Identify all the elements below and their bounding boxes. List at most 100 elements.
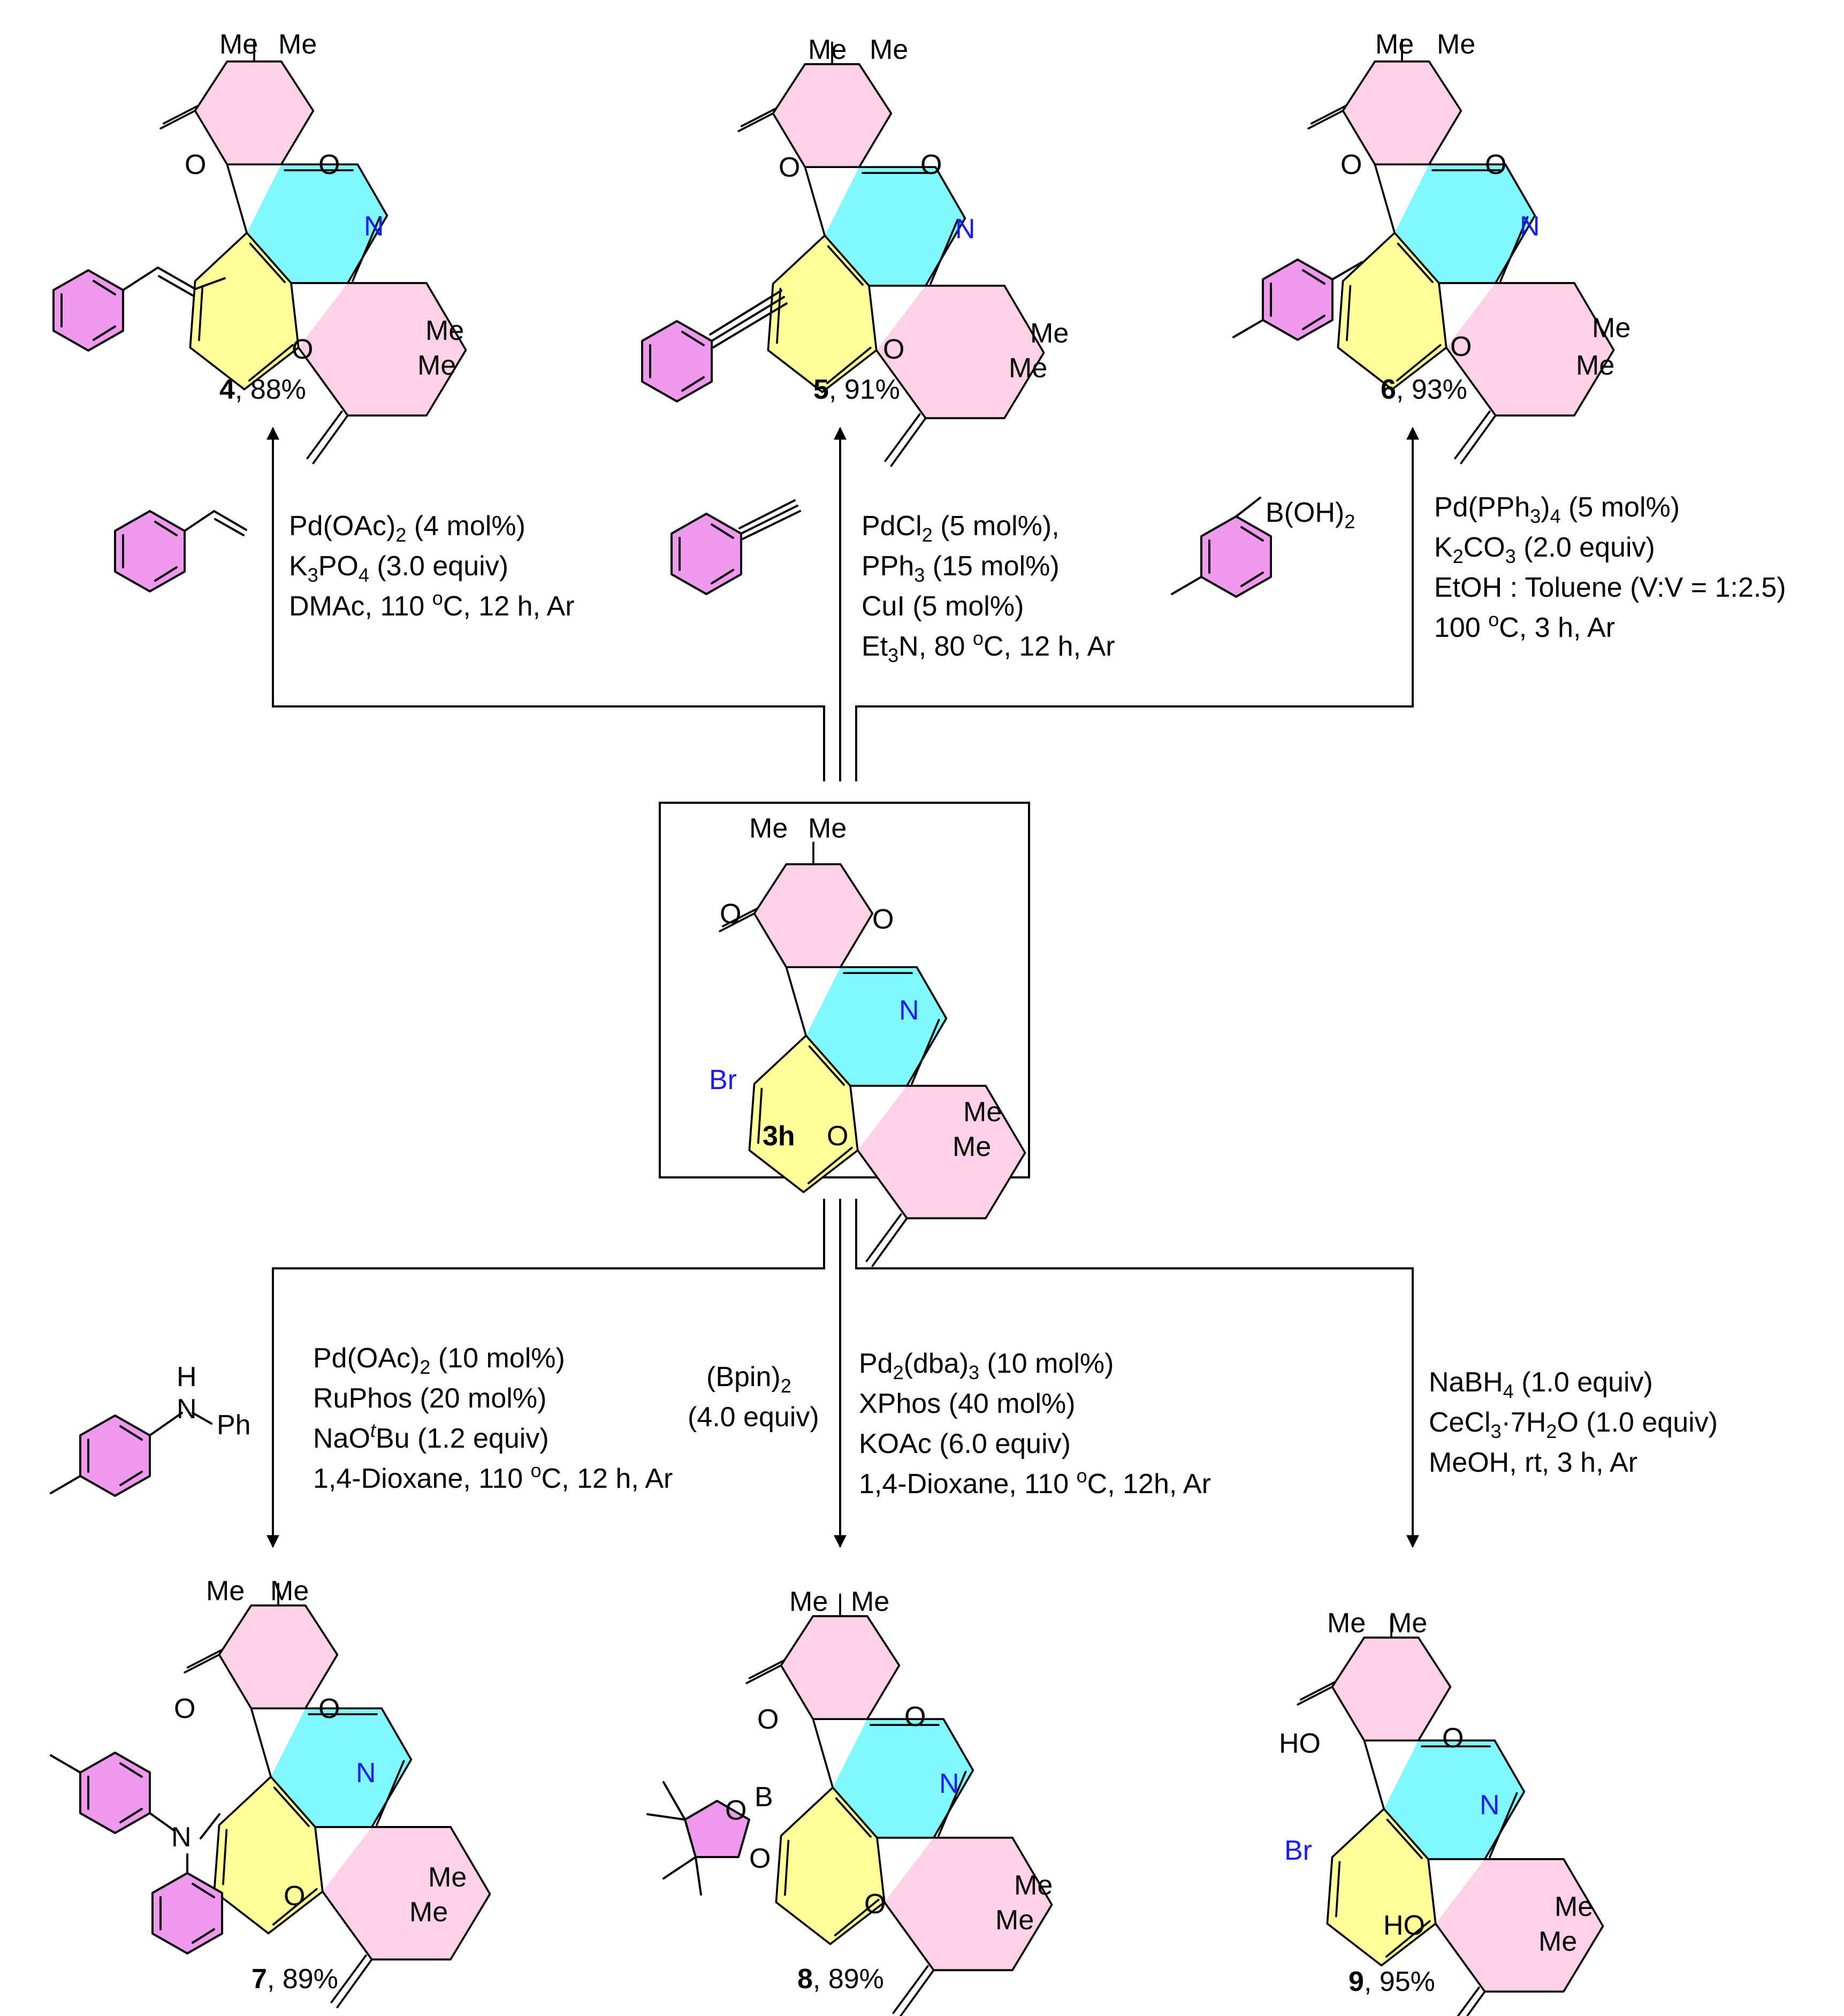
- p9-me-a: Me: [1327, 1608, 1366, 1639]
- p8-o-bottom: O: [864, 1889, 886, 1920]
- svg-text:9, 95%: 9, 95%: [1348, 1966, 1435, 1997]
- p4-me-b: Me: [278, 29, 317, 60]
- p7-n-amine: N: [171, 1822, 192, 1853]
- p6-o-ketone: O: [1340, 149, 1362, 180]
- p4-id: 4: [219, 374, 235, 405]
- p6-me-a: Me: [1375, 29, 1414, 60]
- amine-h: H: [177, 1361, 197, 1393]
- svg-text:8, 89%: 8, 89%: [797, 1964, 884, 1995]
- p9-o-ring: O: [1442, 1723, 1464, 1754]
- center-n-ring: N: [899, 995, 919, 1026]
- center-o-ketone: O: [720, 899, 741, 930]
- cond4-line2: K3PO4 (3.0 equiv): [289, 551, 508, 586]
- tolylboronic-reagent: [1171, 497, 1272, 598]
- cond6-line4: 100 oC, 3 h, Ar: [1434, 608, 1615, 643]
- product-8: Me Me O O N O Me Me O B O 8, 89%: [646, 1586, 1053, 2016]
- p4-o-bottom: O: [292, 334, 313, 365]
- p7-me-d: Me: [409, 1897, 448, 1928]
- p8-b: B: [755, 1782, 773, 1813]
- p5-id: 5: [813, 374, 829, 405]
- center-me-right2: Me: [963, 1097, 1002, 1128]
- p7-yield: , 89%: [267, 1964, 338, 1995]
- p8-o-lower: O: [749, 1843, 771, 1874]
- cond4-line1: Pd(OAc)2 (4 mol%): [289, 511, 525, 546]
- p5-me-a: Me: [808, 34, 847, 65]
- svg-text:6, 93%: 6, 93%: [1381, 374, 1467, 405]
- p7-n: N: [356, 1758, 376, 1789]
- p9-me-d: Me: [1538, 1926, 1577, 1957]
- cond8-line2: XPhos (40 mol%): [859, 1388, 1076, 1419]
- cond6-line2: K2CO3 (2.0 equiv): [1434, 532, 1655, 567]
- center-me-right3: Me: [953, 1131, 991, 1162]
- amine-n: N: [177, 1394, 197, 1425]
- center-compound-id: 3h: [763, 1121, 795, 1152]
- p4-me-a: Me: [219, 29, 258, 60]
- cond5-line4: Et3N, 80 oC, 12 h, Ar: [862, 627, 1115, 666]
- amine-reagent: [50, 1412, 212, 1497]
- p8-id: 8: [797, 1964, 813, 1995]
- boronic-acid-label: B(OH)2: [1266, 497, 1355, 532]
- cond7-line2: RuPhos (20 mol%): [313, 1383, 546, 1414]
- p8-o-ketone: O: [757, 1704, 779, 1735]
- cond6-line1: Pd(PPh3)4 (5 mol%): [1434, 492, 1680, 527]
- center-compound-3h: Me Me O O N Br O Me Me 3h: [659, 802, 1030, 1267]
- p8-me-a: Me: [789, 1586, 828, 1617]
- p8-o-ring: O: [904, 1701, 926, 1732]
- p9-ho-bottom: HO: [1383, 1910, 1425, 1941]
- conditions-4: Pd(OAc)2 (4 mol%) K3PO4 (3.0 equiv) DMAc…: [289, 511, 575, 622]
- cond7-line3: NaOtBu (1.2 equiv): [313, 1419, 549, 1454]
- cond4-line3: DMAc, 110 oC, 12 h, Ar: [289, 587, 575, 622]
- product-9: Me Me HO O N Br HO Me Me 9, 95%: [1279, 1608, 1604, 2016]
- p7-id: 7: [252, 1964, 267, 1995]
- p6-yield: , 93%: [1396, 374, 1467, 405]
- p4-yield: , 88%: [235, 374, 306, 405]
- conditions-6: Pd(PPh3)4 (5 mol%) K2CO3 (2.0 equiv) EtO…: [1434, 492, 1786, 643]
- p4-o-ketone: O: [185, 149, 206, 180]
- product-4: Me Me O O N O Me Me 4, 88%: [52, 29, 467, 465]
- p6-me-b: Me: [1437, 29, 1475, 60]
- p8-me-d: Me: [995, 1905, 1034, 1936]
- p9-yield: , 95%: [1364, 1966, 1435, 1997]
- p6-o-ring: O: [1485, 149, 1506, 180]
- p6-n: N: [1520, 211, 1540, 242]
- cond5-line1: PdCl2 (5 mol%),: [862, 511, 1060, 546]
- p8-o-upper: O: [725, 1795, 746, 1826]
- cond9-line3: MeOH, rt, 3 h, Ar: [1429, 1447, 1637, 1478]
- p5-yield: , 91%: [829, 374, 900, 405]
- cond8-line1: Pd2(dba)3 (10 mol%): [859, 1348, 1114, 1383]
- p9-me-c: Me: [1555, 1891, 1593, 1922]
- svg-text:5, 91%: 5, 91%: [813, 374, 900, 405]
- p5-o-ketone: O: [779, 152, 800, 183]
- p9-n: N: [1480, 1790, 1500, 1821]
- conditions-9: NaBH4 (1.0 equiv) CeCl3·7H2O (1.0 equiv)…: [1429, 1367, 1718, 1478]
- p5-me-c: Me: [1030, 318, 1069, 349]
- conditions-7: Pd(OAc)2 (10 mol%) RuPhos (20 mol%) NaOt…: [313, 1343, 673, 1494]
- reagent-8: (Bpin)2 (4.0 equiv): [688, 1361, 819, 1433]
- p6-id: 6: [1381, 374, 1396, 405]
- p4-me-c: Me: [425, 315, 464, 346]
- cond9-line2: CeCl3·7H2O (1.0 equiv): [1429, 1407, 1718, 1442]
- center-o-ring: O: [872, 904, 894, 935]
- p5-me-b: Me: [870, 34, 908, 65]
- p5-o-bottom: O: [883, 334, 904, 365]
- cond5-line3: CuI (5 mol%): [862, 591, 1024, 622]
- product-5: Me Me O O N O Me Me 5, 91%: [641, 34, 1069, 467]
- p7-o-bottom: O: [284, 1881, 305, 1912]
- p8-n: N: [939, 1768, 959, 1799]
- bpin-label: (Bpin)2: [706, 1361, 791, 1397]
- pinacol-boronate: [646, 1781, 750, 1896]
- p9-id: 9: [1348, 1966, 1364, 1997]
- conditions-8: Pd2(dba)3 (10 mol%) XPhos (40 mol%) KOAc…: [859, 1348, 1211, 1500]
- conditions-5: PdCl2 (5 mol%), PPh3 (15 mol%) CuI (5 mo…: [862, 511, 1115, 666]
- styrene-reagent: [114, 510, 247, 592]
- center-me-left: Me: [749, 813, 788, 844]
- bottom-arrows: [266, 1199, 1419, 1548]
- product-6: Me Me O O N O Me Me 6, 93%: [1232, 29, 1630, 465]
- center-box: [659, 802, 1030, 1178]
- p4-me-d: Me: [417, 350, 456, 381]
- bpin-equiv: (4.0 equiv): [688, 1402, 819, 1433]
- cond6-line3: EtOH : Toluene (V:V = 1:2.5): [1434, 572, 1786, 603]
- p8-yield: , 89%: [813, 1964, 884, 1995]
- p6-me-c: Me: [1592, 313, 1630, 344]
